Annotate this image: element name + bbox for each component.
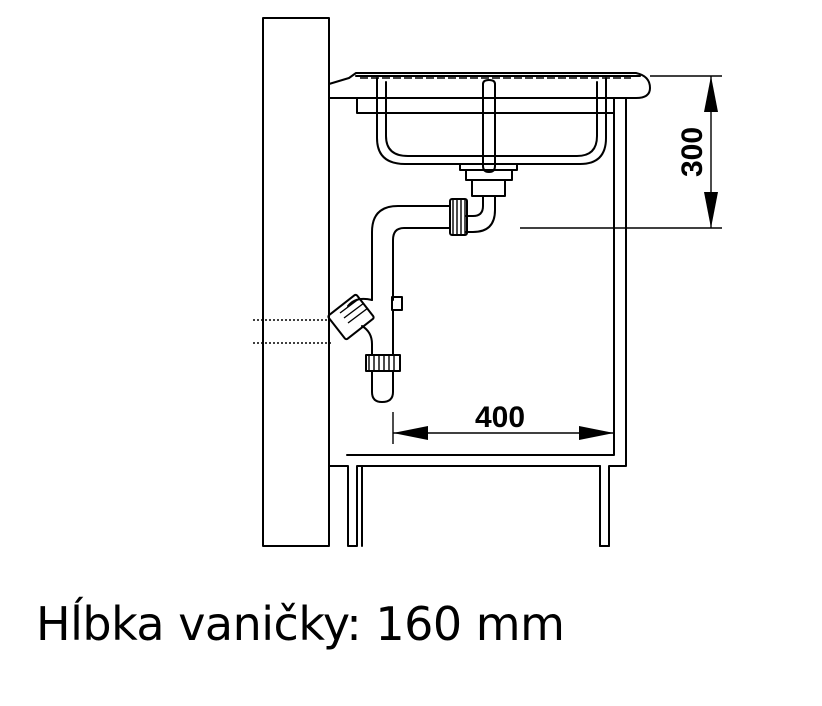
basin-depth-caption: Hĺbka vaničky: 160 mm: [36, 597, 565, 651]
siphon-trap: [327, 195, 496, 403]
dimension-400: 400: [392, 401, 614, 444]
wall-drain-outlet: [253, 319, 332, 344]
cabinet: [328, 97, 627, 547]
dimension-300: 300: [520, 75, 722, 229]
countertop: [328, 72, 651, 99]
sink-bowl: [376, 77, 607, 173]
dimension-300-label: 300: [676, 127, 709, 177]
wall: [262, 17, 330, 547]
sink-drain: [459, 163, 518, 197]
dimension-400-label: 400: [475, 401, 525, 434]
